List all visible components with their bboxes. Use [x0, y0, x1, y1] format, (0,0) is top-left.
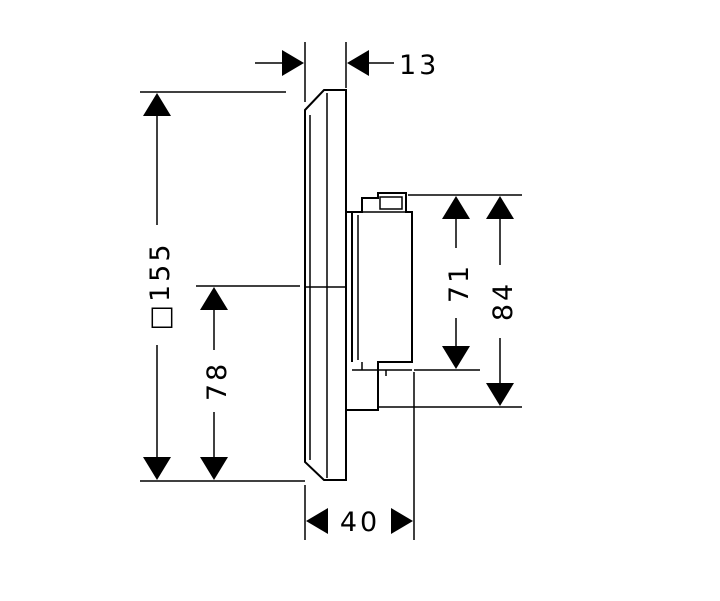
dim-depth-front-label: 13	[399, 50, 439, 81]
dim-body-depth-label: 40	[340, 507, 380, 538]
dim-center-height-label: 78	[202, 361, 233, 401]
dim-body-height-outer: 84	[486, 196, 519, 406]
dim-body-height-outer-label: 84	[488, 281, 519, 321]
dim-outer-square-label: □155	[145, 241, 176, 330]
thermostat-body	[346, 192, 413, 411]
cover-plate	[304, 89, 347, 481]
dim-body-height-inner-label: 71	[444, 263, 475, 303]
extension-lines	[140, 42, 522, 540]
dim-body-depth: 40	[306, 507, 413, 538]
dim-outer-square: □155	[143, 93, 176, 480]
dim-center-height: 78	[200, 287, 233, 480]
dim-depth-front: 13	[255, 50, 439, 81]
dim-body-height-inner: 71	[442, 196, 475, 369]
